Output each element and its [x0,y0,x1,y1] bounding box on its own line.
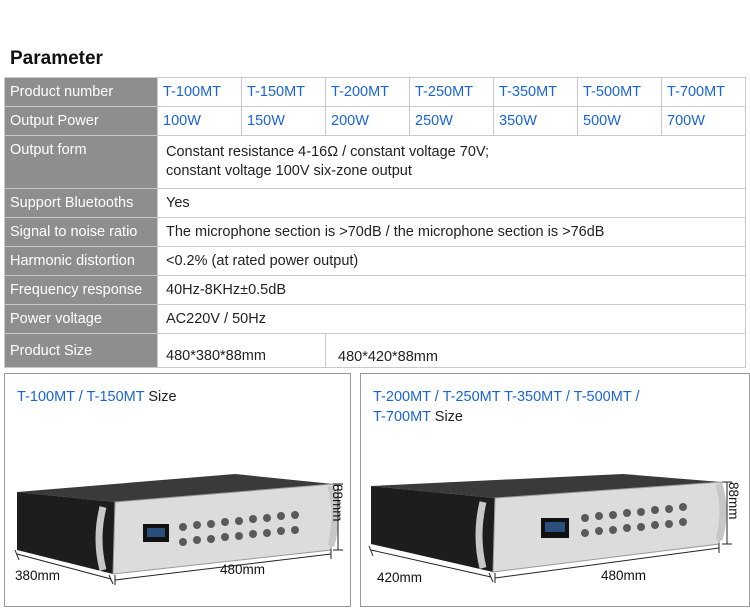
thd-value: <0.2% (at rated power output) [157,246,746,276]
power-cell: 700W [661,106,746,136]
table-row: Output Power 100W 150W 200W 250W 350W 50… [4,106,746,136]
height-label: 88mm [726,482,741,520]
panel-models: T-100MT / T-150MT [17,389,145,405]
output-form-line: Constant resistance 4-16Ω / constant vol… [166,144,490,160]
model-cell: T-350MT [493,77,578,107]
model-cell: T-500MT [577,77,662,107]
size-value-small: 480*380*88mm [157,333,326,368]
panel-models: T-700MT [373,409,431,425]
power-cell: 150W [241,106,326,136]
table-row: Output form Constant resistance 4-16Ω / … [4,135,746,189]
table-row: Product number T-100MT T-150MT T-200MT T… [4,77,746,107]
panel-models: T-200MT / T-250MT T-350MT / T-500MT / [373,389,640,405]
row-label-size: Product Size [4,333,158,368]
row-label-voltage: Power voltage [4,304,158,334]
output-form-value: Constant resistance 4-16Ω / constant vol… [157,135,746,189]
bluetooth-value: Yes [157,188,746,218]
row-label-output-power: Output Power [4,106,158,136]
height-label: 88mm [330,484,345,522]
model-cell: T-200MT [325,77,410,107]
size-panel-right: T-200MT / T-250MT T-350MT / T-500MT / T-… [360,373,750,607]
size-panel-left: T-100MT / T-150MT Size 380mm [4,373,351,607]
panel-caption: T-200MT / T-250MT T-350MT / T-500MT / T-… [373,387,639,427]
power-cell: 100W [157,106,242,136]
panel-suffix: Size [430,409,464,425]
panel-caption: T-100MT / T-150MT Size [17,387,177,407]
voltage-value: AC220V / 50Hz [157,304,746,334]
amplifier-image [368,474,732,583]
parameter-table: Product number T-100MT T-150MT T-200MT T… [4,77,746,368]
depth-label: 380mm [15,568,61,583]
model-cell: T-250MT [409,77,494,107]
row-label-thd: Harmonic distortion [4,246,158,276]
table-row: Product Size 480*380*88mm 480*420*88mm [4,333,746,368]
output-form-line: constant voltage 100V six-zone output [166,163,412,179]
width-label: 480mm [220,562,266,577]
panel-suffix: Size [144,389,177,405]
width-label: 480mm [601,568,647,583]
amplifier-image [14,474,343,585]
row-label-bluetooth: Support Bluetooths [4,188,158,218]
table-row: Harmonic distortion <0.2% (at rated powe… [4,246,746,276]
model-cell: T-150MT [241,77,326,107]
row-label-frequency: Frequency response [4,275,158,305]
model-cell: T-100MT [157,77,242,107]
section-title: Parameter [10,48,103,69]
row-label-output-form: Output form [4,135,158,189]
frequency-value: 40Hz-8KHz±0.5dB [157,275,746,305]
row-label-product-number: Product number [4,77,158,107]
snr-value: The microphone section is >70dB / the mi… [157,217,746,247]
model-cell: T-700MT [661,77,746,107]
table-row: Power voltage AC220V / 50Hz [4,304,746,334]
power-cell: 350W [493,106,578,136]
power-cell: 500W [577,106,662,136]
size-value-large: 480*420*88mm [325,333,746,368]
table-row: Frequency response 40Hz-8KHz±0.5dB [4,275,746,305]
table-row: Signal to noise ratio The microphone sec… [4,217,746,247]
power-cell: 200W [325,106,410,136]
power-cell: 250W [409,106,494,136]
table-row: Support Bluetooths Yes [4,188,746,218]
depth-label: 420mm [377,570,423,585]
row-label-snr: Signal to noise ratio [4,217,158,247]
